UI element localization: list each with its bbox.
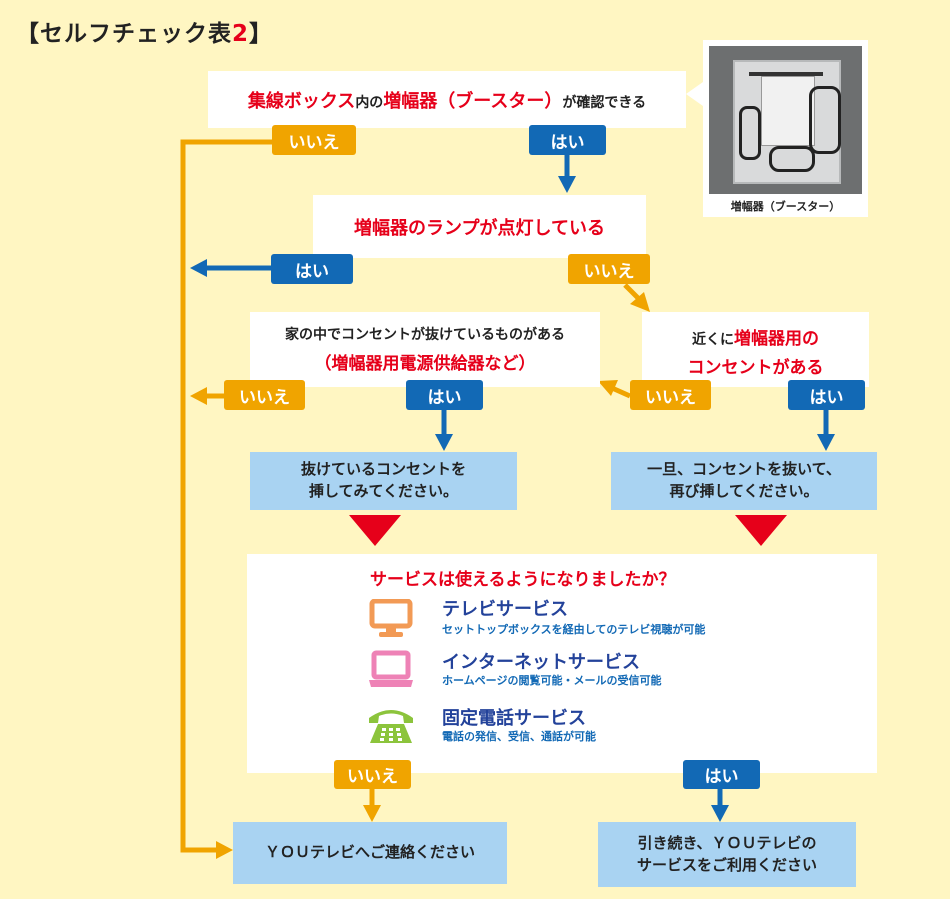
q3-text-line2: （増幅器用電源供給器など） xyxy=(314,354,536,374)
a1-line1: 抜けているコンセントを xyxy=(300,460,466,479)
result-contact-box: ＹＯＵテレビへご連絡ください xyxy=(233,822,507,884)
q1-highlight-2: 増幅器（ブースター） xyxy=(383,90,563,112)
question-5-box: サービスは使えるようになりましたか？ テレビサービス セットトップボックスを経由… xyxy=(247,554,877,773)
q5-yes-button: はい xyxy=(683,760,760,789)
service-tv-desc: セットトップボックスを経由してのテレビ視聴が可能 xyxy=(442,623,706,636)
a2-line1: 一旦、コンセントを抜いて、 xyxy=(647,460,841,479)
booster-photo xyxy=(709,46,862,194)
q5-no-button: いいえ xyxy=(334,760,411,789)
tv-icon xyxy=(369,599,413,637)
a1-line2: 挿してみてください。 xyxy=(308,482,459,500)
result-continue-box: 引き続き、ＹＯＵテレビのサービスをご利用ください xyxy=(598,822,856,887)
q4-highlight-1: 増幅器用の xyxy=(734,329,819,349)
action-replug-box: 一旦、コンセントを抜いて、再び挿してください。 xyxy=(611,452,877,510)
q4-highlight-2: コンセント xyxy=(687,358,773,378)
service-internet-title: インターネットサービス xyxy=(442,652,640,673)
q4-highlight-3: がある xyxy=(772,358,824,378)
title-number: 2 xyxy=(232,21,250,47)
telephone-icon xyxy=(369,710,413,743)
question-2-box: 増幅器のランプが点灯している xyxy=(313,195,646,258)
result-continue-line1: 引き続き、ＹＯＵテレビの xyxy=(637,833,817,852)
page-title: 【セルフチェック表2】 xyxy=(16,14,273,48)
q1-highlight-1: 集線ボックス xyxy=(247,90,356,112)
result-contact-text: ＹＯＵテレビへご連絡ください xyxy=(264,843,475,862)
q2-text: 増幅器のランプが点灯している xyxy=(354,217,605,239)
q1-no-button: いいえ xyxy=(272,125,356,155)
booster-photo-frame: 増幅器（ブースター） xyxy=(703,40,868,217)
q1-text-1: 内の xyxy=(355,94,384,111)
q1-text-2: が確認できる xyxy=(562,94,647,111)
question-1-box: 集線ボックス内の増幅器（ブースター）が確認できる xyxy=(208,71,686,128)
q2-no-button: いいえ xyxy=(568,254,650,284)
service-tv-title: テレビサービス xyxy=(442,599,568,620)
laptop-icon xyxy=(369,650,413,687)
q4-yes-button: はい xyxy=(788,380,865,410)
q2-yes-button: はい xyxy=(271,254,353,284)
q5-text: サービスは使えるようになりましたか？ xyxy=(370,570,676,590)
title-text: 【セルフチェック表 xyxy=(16,21,232,47)
q4-no-button: いいえ xyxy=(630,380,711,410)
question-4-box: 近くに増幅器用の コンセントがある xyxy=(642,312,869,387)
question-3-box: 家の中でコンセントが抜けているものがある （増幅器用電源供給器など） xyxy=(250,312,600,387)
service-internet-desc: ホームページの閲覧可能・メールの受信可能 xyxy=(442,674,662,687)
q3-no-button: いいえ xyxy=(224,380,305,410)
title-bracket: 】 xyxy=(249,21,274,47)
action-plug-in-box: 抜けているコンセントを挿してみてください。 xyxy=(250,452,517,510)
photo-caption: 増幅器（ブースター） xyxy=(730,200,841,213)
result-continue-line2: サービスをご利用ください xyxy=(636,855,817,874)
service-phone-desc: 電話の発信、受信、通話が可能 xyxy=(442,730,596,743)
q1-yes-button: はい xyxy=(529,125,606,155)
q3-text-line1: 家の中でコンセントが抜けているものがある xyxy=(285,327,565,343)
q4-text-1: 近くに xyxy=(692,332,734,348)
a2-line2: 再び挿してください。 xyxy=(669,482,819,500)
q3-yes-button: はい xyxy=(406,380,483,410)
service-phone-title: 固定電話サービス xyxy=(442,708,586,729)
